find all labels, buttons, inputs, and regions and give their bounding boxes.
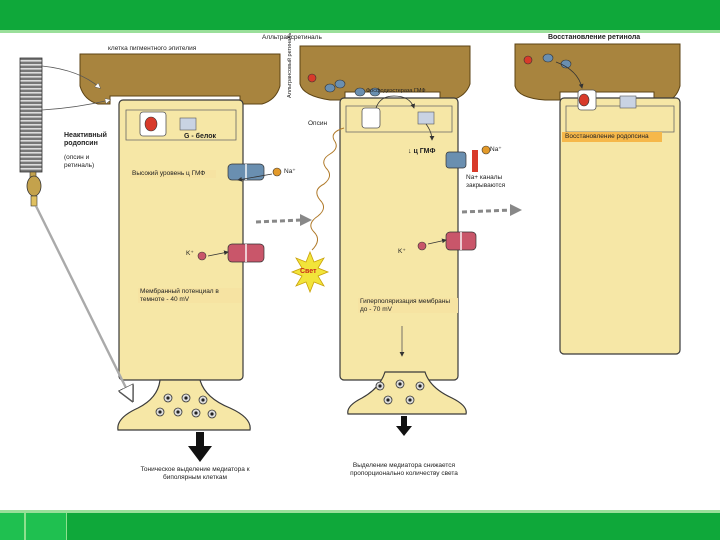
rod-to-synapse-arrow [36, 206, 132, 400]
pigment-epithelium-left [80, 54, 280, 104]
rod-cell [20, 58, 42, 206]
label-release-reduced: Выделение медиатора снижается пропорцион… [350, 462, 458, 477]
label-high-cgmp: Высокий уровень ц ГМФ [130, 170, 216, 178]
label-membrane-dark: Мембранный потенциал в темноте - 40 mV [138, 288, 242, 303]
label-all-trans-retinal-vertical: Алльтрансовый ретиналь [287, 33, 293, 98]
label-na-channels-close: Na+ каналы закрываются [466, 174, 526, 189]
synapse-left [118, 380, 250, 430]
label-inactive-rhodopsin: Неактивный родопсин [64, 132, 124, 148]
cell-body-middle [340, 98, 458, 380]
label-k-left: K⁺ [186, 250, 194, 258]
label-rhodopsin-restore: Восстановление родопсина [562, 132, 662, 142]
transition-arrow-2 [462, 210, 512, 212]
release-arrow-middle [396, 416, 412, 436]
label-light: Свет [300, 268, 317, 276]
light-wave [311, 128, 344, 250]
label-na-left: Na⁺ [284, 168, 296, 176]
k-channel-left [228, 244, 264, 262]
k-channel-middle [446, 232, 476, 250]
label-opsin: Опсин [308, 120, 327, 128]
label-cgmp-down: ↓ ц ГМФ [408, 148, 435, 156]
label-tonic-release: Тоническое выделение медиатора к биполяр… [140, 466, 250, 481]
label-retinol-restore: Восстановление ретинола [548, 34, 640, 42]
label-pde: Фосфодиэстераза ГМФ [366, 88, 426, 94]
release-arrow-left [188, 432, 212, 462]
pigment-epithelium-right [515, 44, 680, 102]
label-opsin-retinal: (опсин и ретиналь) [64, 154, 120, 169]
transition-arrow-1 [256, 220, 302, 222]
label-g-protein: G - белок [184, 133, 216, 141]
label-pigment-epithelium: клетка пигментного эпителия [108, 45, 196, 53]
label-k-middle: K⁺ [398, 248, 406, 256]
na-channel-left [228, 164, 264, 180]
cell-body-left [119, 100, 243, 380]
label-hyperpolarization: Гиперполяризация мембраны до - 70 mV [358, 298, 458, 313]
label-na-middle: Na⁺ [490, 146, 502, 154]
